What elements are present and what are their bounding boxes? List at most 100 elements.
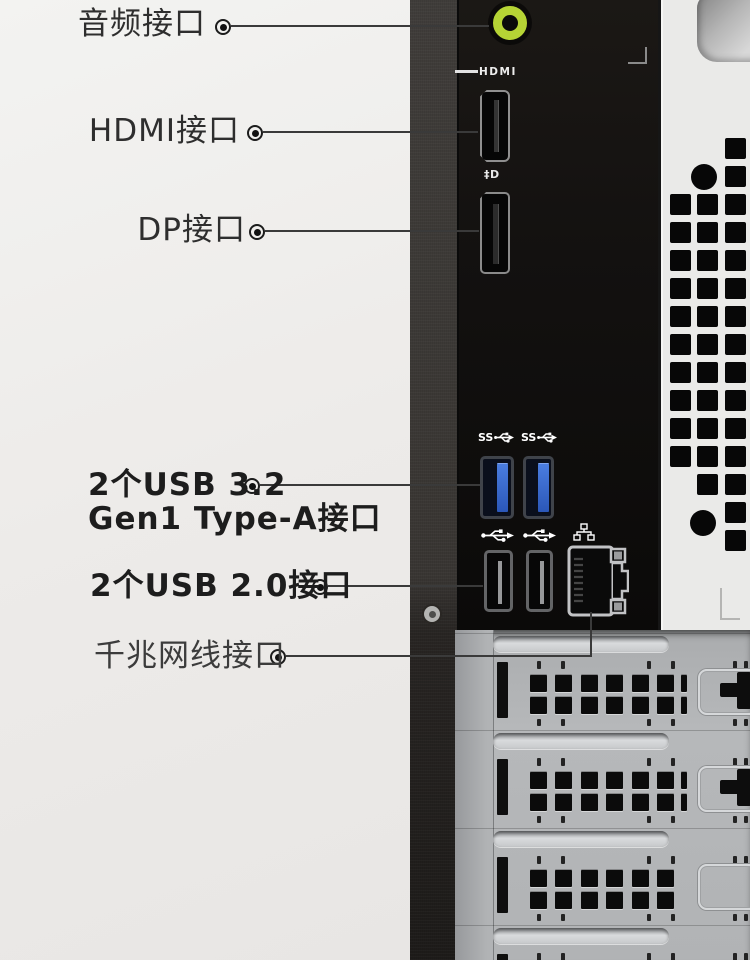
vent-grille-panel — [658, 0, 750, 630]
vent-hole — [681, 772, 687, 789]
vent-tick — [733, 661, 737, 669]
cable-recess — [697, 0, 750, 62]
grille-hole — [697, 222, 718, 243]
case-side-edge — [410, 0, 457, 960]
vent-tick — [561, 661, 565, 669]
vent-hole — [632, 870, 649, 887]
vent-tick — [733, 758, 737, 766]
vent-tick — [671, 856, 675, 864]
vent-tick — [733, 816, 737, 823]
handle-groove — [493, 733, 669, 749]
label-hdmi-port: HDMI接口 — [88, 113, 240, 149]
grille-hole — [725, 250, 746, 271]
grille-hole — [725, 446, 746, 467]
vent-tick — [647, 953, 651, 960]
vent-tick — [537, 719, 541, 726]
grille-hole — [725, 166, 746, 187]
vent-tick — [744, 719, 748, 726]
grille-hole — [725, 222, 746, 243]
grille-hole — [697, 194, 718, 215]
vent-tick — [561, 914, 565, 921]
vent-hole — [530, 892, 547, 909]
vent-hole — [681, 675, 687, 692]
leader-dot — [247, 125, 263, 141]
vent-tick — [744, 661, 748, 669]
grille-hole — [725, 362, 746, 383]
vent-tick — [561, 856, 565, 864]
grille-hole — [697, 334, 718, 355]
panel-seam — [455, 730, 750, 731]
leader-dot — [312, 579, 328, 595]
thumbscrew-cross — [737, 672, 750, 709]
slot-cover-plate — [698, 864, 750, 910]
grille-hole — [697, 474, 718, 495]
vent-tick — [647, 719, 651, 726]
vent-hole — [632, 794, 649, 811]
vent-hole — [632, 772, 649, 789]
grille-hole — [725, 502, 746, 523]
vent-tick — [744, 758, 748, 766]
panel-seam — [455, 925, 750, 926]
screw — [422, 604, 442, 624]
superspeed-usb-icon: SS — [478, 429, 515, 446]
label-lan-port: 千兆网线接口 — [94, 638, 286, 674]
vent-tick — [647, 856, 651, 864]
vent-tick — [647, 914, 651, 921]
vent-hole — [530, 870, 547, 887]
vent-tick — [537, 914, 541, 921]
grille-round-hole — [691, 164, 717, 190]
handle-groove — [493, 928, 669, 944]
vent-hole — [581, 697, 598, 714]
vent-tick — [671, 661, 675, 669]
vent-tick — [537, 758, 541, 766]
vent-hole — [555, 772, 572, 789]
vent-hole — [606, 697, 623, 714]
vent-hole — [657, 675, 674, 692]
leader-dot — [215, 19, 231, 35]
vent-tick — [671, 816, 675, 823]
grille-hole — [670, 250, 691, 271]
grille-hole — [697, 418, 718, 439]
vent-hole — [657, 772, 674, 789]
slot-cover-plate — [698, 669, 750, 715]
vent-tick — [744, 914, 748, 921]
leader-dot — [270, 649, 286, 665]
leader-line-usb20 — [328, 585, 483, 587]
vent-hole — [632, 675, 649, 692]
vent-hole — [555, 697, 572, 714]
corner-bracket — [628, 47, 647, 64]
leader-line-dp — [265, 230, 479, 232]
vent-tick — [561, 816, 565, 823]
vent-tick — [671, 953, 675, 960]
vent-hole — [555, 870, 572, 887]
slot-bar — [497, 662, 508, 718]
vent-hole — [555, 794, 572, 811]
vent-hole — [530, 675, 547, 692]
vent-tick — [647, 661, 651, 669]
leader-line-usb32 — [260, 484, 480, 486]
vent-hole — [681, 697, 687, 714]
grille-hole — [725, 194, 746, 215]
grille-hole — [697, 278, 718, 299]
vent-hole — [581, 794, 598, 811]
usb2-port — [526, 550, 553, 612]
grille-hole — [670, 362, 691, 383]
vent-hole — [657, 892, 674, 909]
vent-hole — [657, 794, 674, 811]
usb-trident-icon — [494, 432, 515, 443]
vent-hole — [555, 675, 572, 692]
grille-hole — [670, 278, 691, 299]
displayport-icon: ‡D — [484, 168, 500, 181]
displayport-port — [480, 192, 510, 274]
label-dp-port: DP接口 — [137, 212, 246, 248]
vent-hole — [606, 675, 623, 692]
rear-io-panel: HDMI ‡D SS SS — [455, 0, 658, 630]
grille-hole — [697, 390, 718, 411]
grille-hole — [670, 334, 691, 355]
vent-tick — [744, 953, 748, 960]
vent-tick — [537, 856, 541, 864]
handle-groove — [493, 831, 669, 847]
usb-trident-icon — [523, 528, 556, 547]
hdmi-port — [480, 90, 510, 162]
